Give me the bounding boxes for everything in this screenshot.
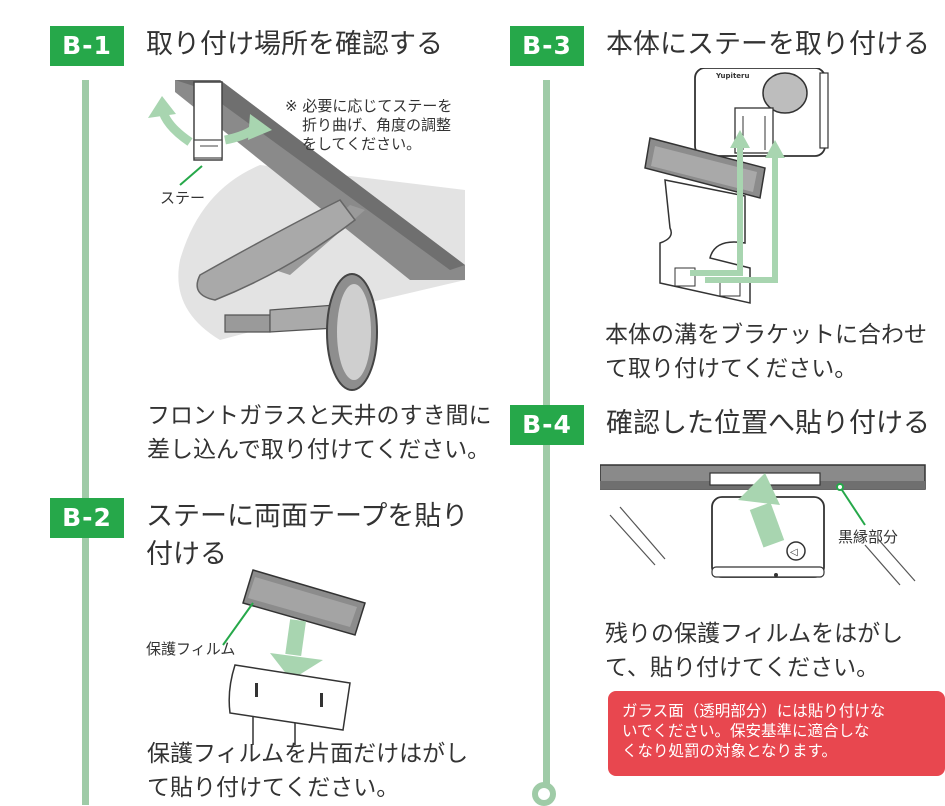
b1-note-line-3: をしてください。: [302, 135, 422, 153]
warning-line-1: ガラス面（透明部分）には貼り付けな: [622, 702, 886, 720]
warning-box: ガラス面（透明部分）には貼り付けな いでください。保安基準に適合しな くなり処罰…: [608, 691, 945, 776]
step-title-b1: 取り付け場所を確認する: [146, 29, 443, 60]
step-badge-b3: B-3: [510, 26, 584, 66]
step-title-b2-line-2: 付ける: [146, 539, 227, 570]
illustration-b1-windshield-mount: [148, 80, 465, 391]
step-title-b2-line-1: ステーに両面テープを貼り: [146, 501, 469, 532]
lens: [762, 72, 808, 114]
warning-line-2: いでください。保安基準に適合しな: [622, 722, 870, 740]
b1-stay-label: ステー: [160, 189, 206, 207]
device-button: [786, 541, 806, 561]
b2-film-label: 保護フィルム: [146, 640, 236, 658]
timeline-end-circle: [532, 782, 556, 806]
mirror-arm: [224, 314, 271, 333]
down-arrow: [270, 653, 323, 680]
sun-visor: [196, 199, 357, 301]
insert-arrow-2: [705, 153, 778, 283]
step-badge-b4: B-4: [510, 405, 584, 445]
b2-body-line-2: て貼り付けてください。: [147, 775, 400, 801]
illustration-b4-mount: ◁: [600, 464, 926, 586]
device-brand-text: Yupiteru: [716, 72, 750, 80]
warning-line-3: くなり処罰の対象となります。: [622, 742, 837, 760]
step-title-b3: 本体にステーを取り付ける: [606, 29, 930, 60]
b1-body-line-1: フロントガラスと天井のすき間に: [147, 403, 492, 429]
b4-body-line-1: 残りの保護フィルムをはがし: [605, 621, 904, 647]
b1-note-line-2: 折り曲げ、角度の調整: [302, 116, 451, 134]
step-badge-b2: B-2: [50, 498, 124, 538]
b1-body-line-2: 差し込んで取り付けてください。: [147, 437, 491, 463]
illustration-b3-body-stay: [644, 68, 829, 304]
insert-arrow-1: [690, 143, 743, 276]
step-title-b4: 確認した位置へ貼り付ける: [606, 408, 930, 439]
step-badge-b1: B-1: [50, 26, 124, 66]
stay-plate: [228, 664, 351, 731]
windshield-glass: [178, 165, 465, 340]
glass-line-4: [877, 538, 916, 582]
illustration-b2-tape: [222, 569, 366, 745]
b1-note-line-1: ※ 必要に応じてステーを: [285, 97, 453, 115]
svg-text:◁: ◁: [790, 547, 798, 558]
mirror-arm2: [269, 304, 336, 333]
b4-black-edge-label: 黒縁部分: [838, 528, 899, 546]
b3-body-line-2: て取り付けてください。: [605, 356, 858, 382]
b3-body-line-1: 本体の溝をブラケットに合わせ: [605, 322, 927, 348]
b2-body-line-1: 保護フィルムを片面だけはがし: [147, 741, 469, 767]
glass-line-1: [609, 514, 656, 566]
glass-line-2: [619, 506, 666, 560]
up-arrow: [738, 473, 780, 505]
left-timeline-line: [82, 80, 89, 805]
b4-body-line-2: て、貼り付けてください。: [605, 655, 880, 681]
glass-line-3: [864, 544, 901, 586]
